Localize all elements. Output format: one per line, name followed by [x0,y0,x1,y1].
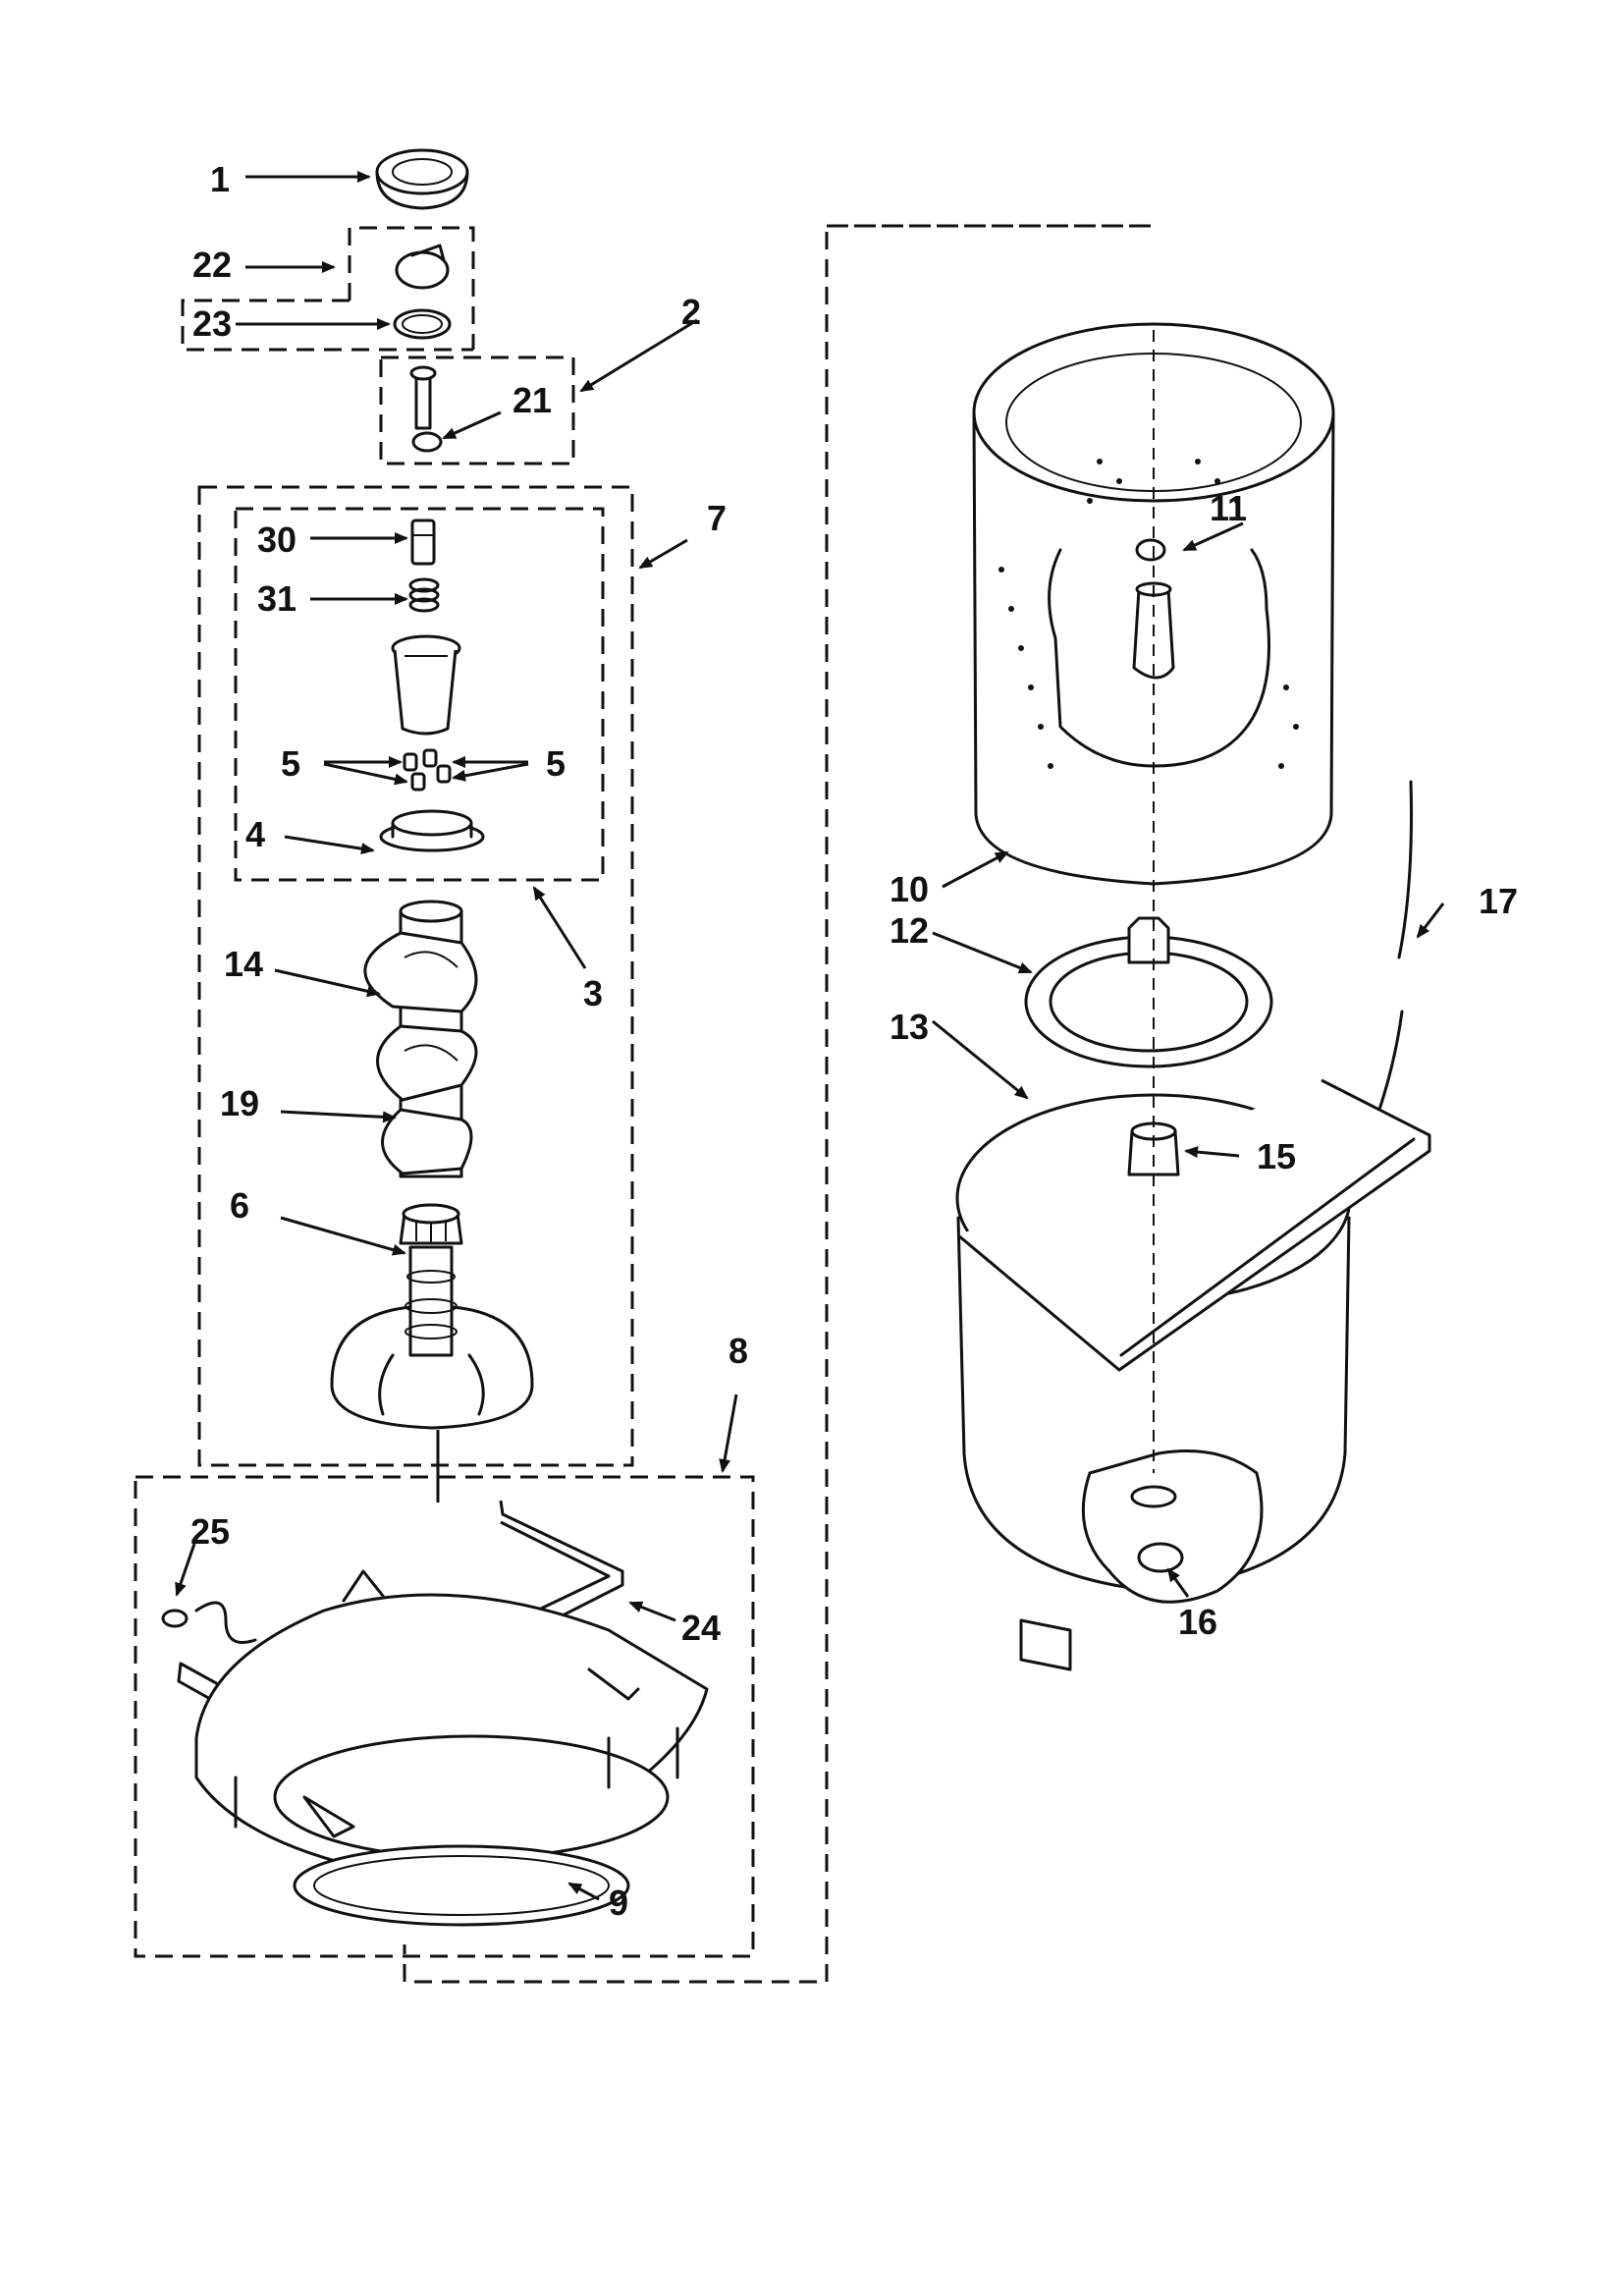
callout-31: 31 [257,578,297,619]
group-box-21 [379,355,575,465]
callout-10: 10 [890,869,929,909]
callout-1: 1 [210,159,230,199]
callout-2: 2 [681,292,701,332]
callout-3: 3 [583,973,603,1013]
part-30 [410,519,436,566]
callout-14: 14 [224,944,263,984]
part-6-agitator-base [330,1245,534,1430]
callout-9: 9 [609,1883,628,1923]
part-15-bearing [1127,1121,1180,1176]
callout-13: 13 [890,1007,929,1047]
group-box-23 [181,299,473,352]
part-12-lint-filter [1024,916,1273,1068]
part-21-bolt [409,365,443,453]
leader-arrows [175,171,1445,1901]
callout-25: 25 [190,1511,230,1552]
callout-24: 24 [681,1608,721,1648]
callout-12: 12 [890,910,929,951]
part-1-cap [375,148,469,210]
group-box-3 [234,507,605,882]
part-25-hose-clip [161,1601,257,1644]
part-22-clip [395,244,450,290]
callout-6: 6 [230,1185,249,1226]
callout-labels: 1 2 3 4 5 5 6 7 8 9 10 11 12 13 14 15 16… [190,159,1518,1923]
callout-16: 16 [1178,1602,1217,1642]
group-box-7 [197,485,634,1467]
group-box-8 [134,1475,755,1958]
callout-8: 8 [728,1331,748,1371]
callout-5-right: 5 [546,743,566,784]
callout-7: 7 [707,498,727,538]
callout-15: 15 [1257,1136,1296,1176]
callout-22: 22 [192,245,232,285]
group-box-connector [403,224,1154,1984]
part-19-coupling [399,1203,463,1245]
callout-11: 11 [1210,488,1247,528]
callout-17: 17 [1479,881,1518,921]
callout-19: 19 [220,1083,259,1123]
part-10-basket [972,322,1335,886]
part-17-hose [1371,780,1413,1131]
part-14-auger [363,900,478,1178]
part-8-base [177,1500,709,1927]
part-31-spring [408,577,440,613]
part-4-retainer [379,809,485,852]
group-box-22 [348,226,475,350]
group-boxes [134,224,1154,1984]
callout-4: 4 [245,814,265,854]
callout-21: 21 [512,380,552,420]
callout-23: 23 [192,303,232,344]
part-23-ring [393,308,452,340]
part-13-tub [955,1078,1431,1671]
callout-5-left: 5 [281,743,300,784]
part-cam [391,634,461,736]
part-5-dogs [403,748,452,792]
callout-30: 30 [257,519,297,560]
